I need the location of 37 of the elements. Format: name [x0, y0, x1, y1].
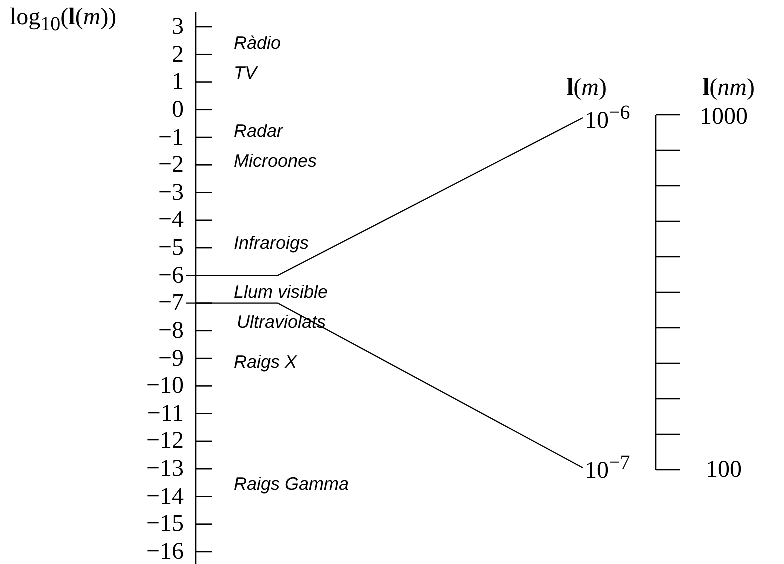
tick-label: −1: [158, 126, 184, 150]
band-label: Infraroigs: [234, 234, 310, 252]
band-label: Microones: [234, 152, 318, 170]
scale-value: 1000: [700, 105, 748, 129]
tick-label: 0: [172, 98, 184, 122]
tick-label: 1: [172, 70, 184, 94]
tick-label: −6: [158, 264, 184, 288]
band-label: Ràdio: [234, 34, 282, 52]
tick-label: −15: [146, 512, 184, 536]
tick-label: −13: [146, 457, 184, 482]
band-label: Radar: [234, 122, 284, 140]
band-label: Llum visible: [234, 283, 328, 301]
column-header: l(m): [567, 76, 608, 100]
band-label: TV: [234, 64, 258, 82]
column-header: l(nm): [703, 76, 756, 100]
exponent-value: 10$^{−6}$: [585, 103, 630, 133]
tick-label: −4: [158, 208, 184, 232]
scale-value: 100: [706, 458, 742, 482]
zoom-line: [186, 302, 584, 469]
tick-label: −5: [158, 236, 184, 260]
band-label: Raigs Gamma: [234, 475, 350, 493]
band-label: Raigs X: [234, 353, 298, 371]
tick-label: −11: [147, 402, 184, 426]
tick-label: −7: [158, 291, 184, 316]
tick-label: −10: [146, 374, 184, 398]
tick-label: 2: [172, 42, 184, 67]
tick-label: −16: [146, 540, 184, 564]
tick-label: −12: [146, 429, 184, 454]
tick-label: −2: [158, 153, 184, 178]
tick-label: −8: [158, 318, 184, 343]
tick-label: −14: [146, 484, 184, 509]
tick-label: −9: [158, 346, 184, 371]
tick-label: 3: [172, 15, 184, 39]
tick-label: −3: [158, 180, 184, 205]
axis-title: log$_{10}$(l(m)): [10, 6, 117, 34]
exponent-value: 10$^{−7}$: [585, 453, 630, 483]
zoom-line: [186, 117, 584, 276]
